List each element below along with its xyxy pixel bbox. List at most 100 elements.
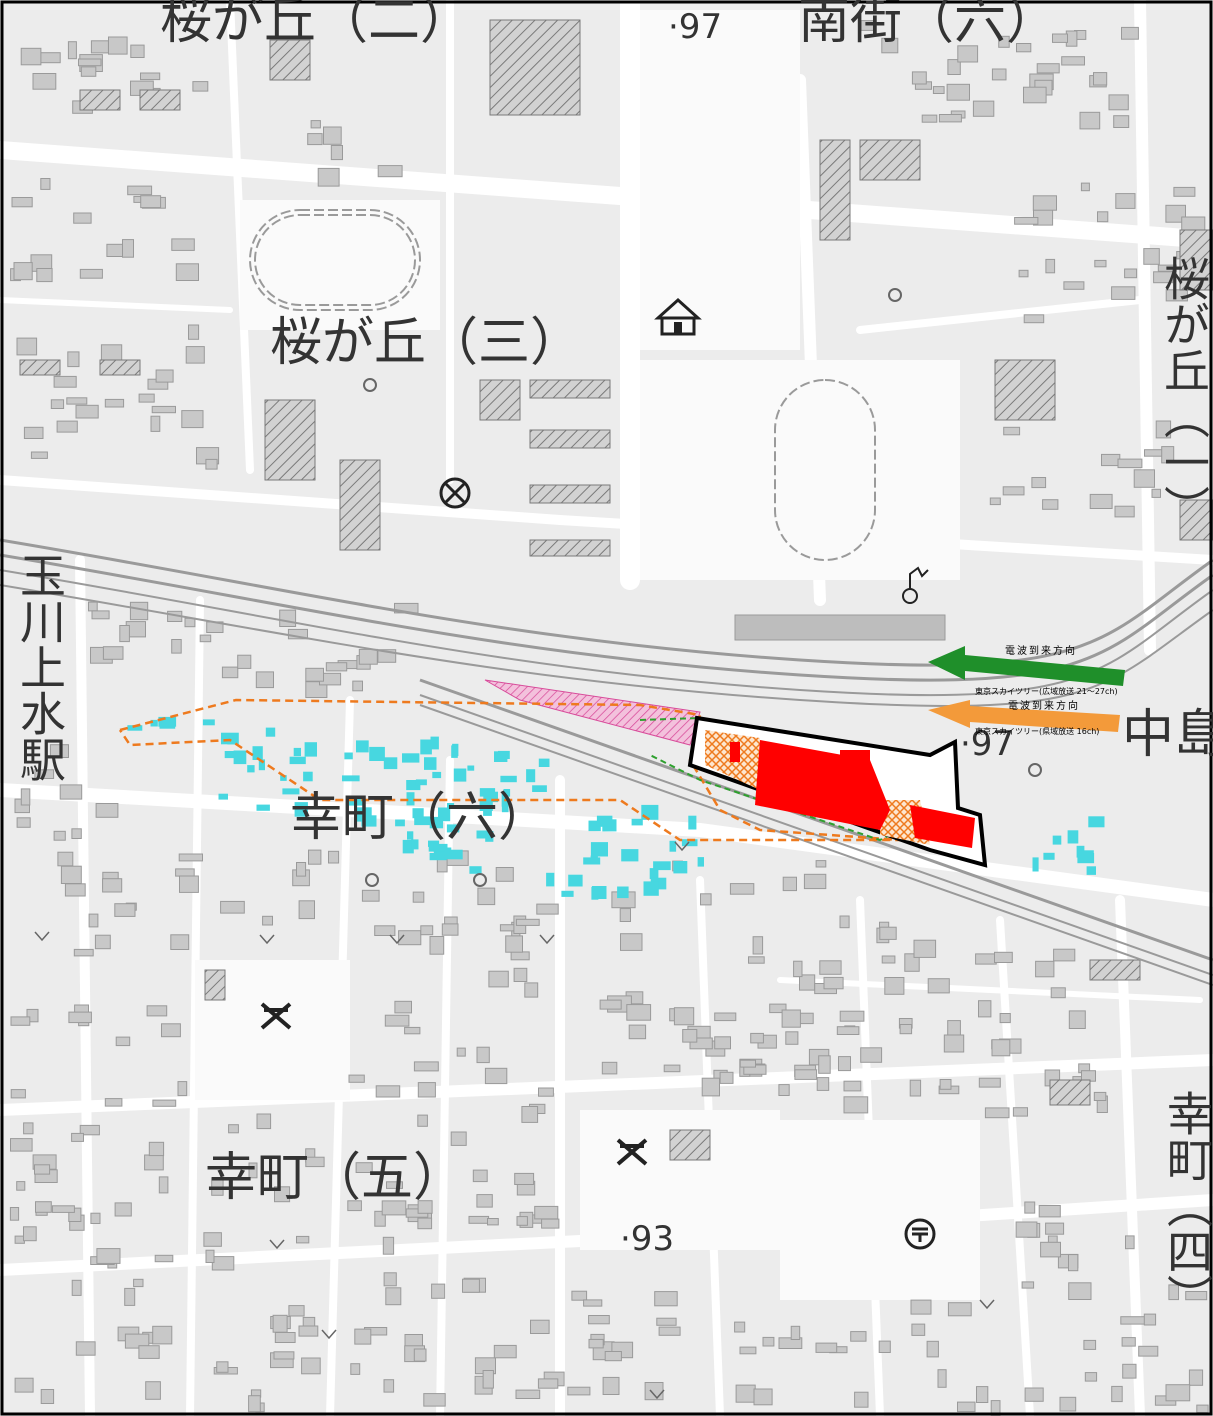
affected-building xyxy=(280,775,287,781)
affected-building xyxy=(467,765,475,771)
building xyxy=(308,849,322,865)
building xyxy=(1093,1091,1107,1102)
building xyxy=(1133,469,1155,488)
building xyxy=(567,1386,591,1396)
building xyxy=(199,634,212,643)
building xyxy=(838,1056,851,1072)
affected-building xyxy=(451,745,458,758)
building xyxy=(288,1305,305,1317)
building xyxy=(377,165,403,178)
building xyxy=(248,1395,261,1413)
building xyxy=(124,1287,136,1306)
building xyxy=(619,908,632,922)
building xyxy=(119,625,130,643)
building xyxy=(739,1346,757,1355)
building xyxy=(34,769,55,779)
affected-building xyxy=(224,751,239,759)
building xyxy=(185,346,205,364)
building xyxy=(179,875,199,893)
building xyxy=(381,1200,407,1216)
building xyxy=(739,1059,757,1068)
building xyxy=(1003,426,1021,436)
building xyxy=(417,1217,433,1230)
building xyxy=(108,36,128,55)
building xyxy=(274,1332,296,1343)
building xyxy=(417,1082,436,1098)
building xyxy=(279,609,297,627)
affected-building xyxy=(293,747,301,757)
affected-building xyxy=(503,789,511,797)
affected-building xyxy=(526,769,536,783)
building xyxy=(53,830,66,841)
building xyxy=(1108,94,1129,111)
building xyxy=(1038,1205,1061,1218)
affected-building xyxy=(1086,866,1096,875)
building xyxy=(1185,1291,1208,1301)
building xyxy=(67,351,80,368)
affected-building xyxy=(420,739,432,755)
building xyxy=(211,1177,224,1196)
label-saiwaicho-4: 幸町（四） xyxy=(1160,1090,1213,1320)
building xyxy=(819,960,842,975)
building xyxy=(663,1064,681,1073)
building xyxy=(947,1020,961,1036)
affected-building xyxy=(282,788,300,795)
building xyxy=(803,873,827,890)
building xyxy=(95,803,119,818)
building xyxy=(1042,499,1059,510)
building xyxy=(1094,259,1107,268)
affected-building xyxy=(500,775,517,783)
building xyxy=(1014,217,1039,225)
building xyxy=(49,744,70,759)
building xyxy=(216,1361,229,1373)
building xyxy=(1016,43,1032,53)
building xyxy=(991,68,1007,81)
building xyxy=(1120,1316,1146,1325)
building xyxy=(1165,204,1187,223)
building xyxy=(839,915,850,929)
place-labels: 桜が丘（二） 南街（六） 桜が丘（三） 幸町（六） 幸町（五） 中島 ·97 ·… xyxy=(160,0,1213,1259)
building xyxy=(352,680,363,692)
affected-building xyxy=(538,758,550,767)
building xyxy=(122,239,134,258)
elevation-97-top: ·97 xyxy=(668,7,722,47)
building xyxy=(32,73,57,90)
building xyxy=(516,1216,528,1226)
building xyxy=(88,913,99,928)
building xyxy=(904,953,920,972)
affected-building xyxy=(424,757,437,770)
building xyxy=(957,45,979,63)
label-minamimachi-6: 南街（六） xyxy=(798,0,1058,51)
building xyxy=(472,1169,488,1183)
affected-building xyxy=(402,839,414,854)
building xyxy=(138,1345,160,1359)
building xyxy=(1125,1235,1135,1250)
affected-building xyxy=(588,820,601,832)
building xyxy=(184,617,196,628)
building xyxy=(144,1154,164,1171)
affected-building xyxy=(402,753,420,763)
building xyxy=(328,850,340,864)
building xyxy=(505,935,524,953)
shadow-area-orange xyxy=(118,698,901,842)
affected-building xyxy=(342,775,360,782)
building xyxy=(1188,1369,1204,1386)
building xyxy=(53,375,77,388)
arrow-green xyxy=(928,646,1125,686)
building xyxy=(1138,1345,1159,1357)
affected-building xyxy=(476,830,490,839)
building xyxy=(16,337,38,356)
building xyxy=(602,1376,620,1396)
building xyxy=(175,263,200,281)
building xyxy=(178,853,203,862)
building xyxy=(148,1141,165,1157)
building xyxy=(588,1338,604,1349)
building xyxy=(909,1079,922,1097)
building xyxy=(383,1272,397,1287)
building xyxy=(911,1323,926,1336)
building xyxy=(296,862,307,877)
affected-building xyxy=(561,890,574,897)
building xyxy=(991,1039,1011,1057)
building xyxy=(778,1084,790,1096)
building xyxy=(1080,182,1090,192)
